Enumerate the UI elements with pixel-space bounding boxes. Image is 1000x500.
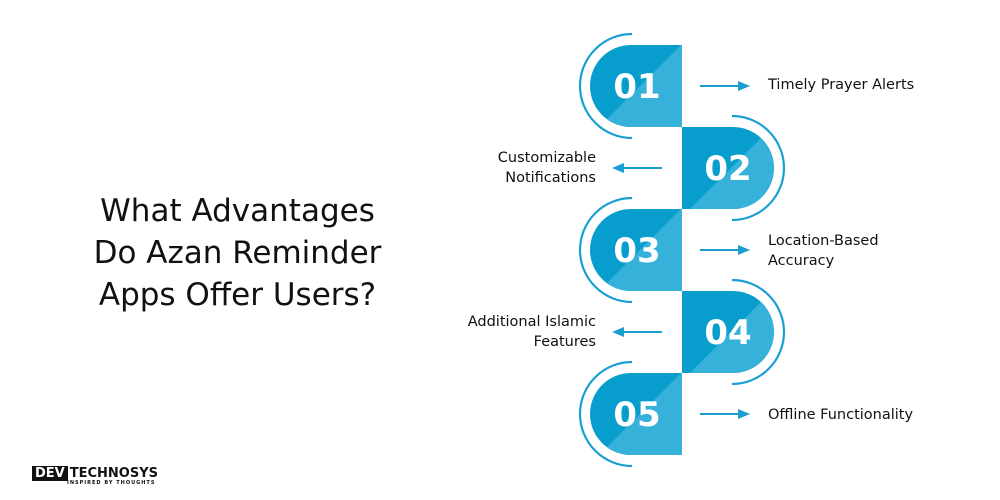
step-number: 05 bbox=[613, 395, 660, 435]
badge-arc bbox=[578, 196, 633, 304]
title-line: What Advantages bbox=[100, 193, 375, 229]
page-title: What Advantages Do Azan Reminder Apps Of… bbox=[60, 190, 415, 316]
arrowhead bbox=[738, 409, 750, 419]
step-number: 04 bbox=[704, 313, 751, 353]
badge-highlight bbox=[685, 291, 774, 373]
step-05-label: Offline Functionality bbox=[768, 407, 914, 423]
step-number: 01 bbox=[613, 67, 660, 107]
badge-highlight bbox=[594, 209, 682, 291]
badge-highlight bbox=[685, 127, 774, 209]
title-line: Do Azan Reminder bbox=[93, 235, 382, 271]
badge-arc bbox=[578, 32, 633, 140]
badge-arc bbox=[731, 278, 786, 386]
arrowhead bbox=[612, 327, 624, 337]
badge-arc bbox=[731, 114, 786, 222]
arrowhead bbox=[738, 245, 750, 255]
title-line: Apps Offer Users? bbox=[98, 277, 377, 313]
step-number: 02 bbox=[704, 149, 751, 189]
step-01-label: Timely Prayer Alerts bbox=[768, 77, 915, 93]
company-logo: DEV TECHNOSYS INSPIRED BY THOUGHTS bbox=[32, 466, 158, 486]
badge-highlight bbox=[594, 45, 682, 127]
step-number: 03 bbox=[613, 231, 660, 271]
arrowhead bbox=[738, 81, 750, 91]
arrowhead bbox=[612, 163, 624, 173]
badge-highlight bbox=[594, 373, 682, 455]
badge-arc bbox=[578, 360, 633, 468]
